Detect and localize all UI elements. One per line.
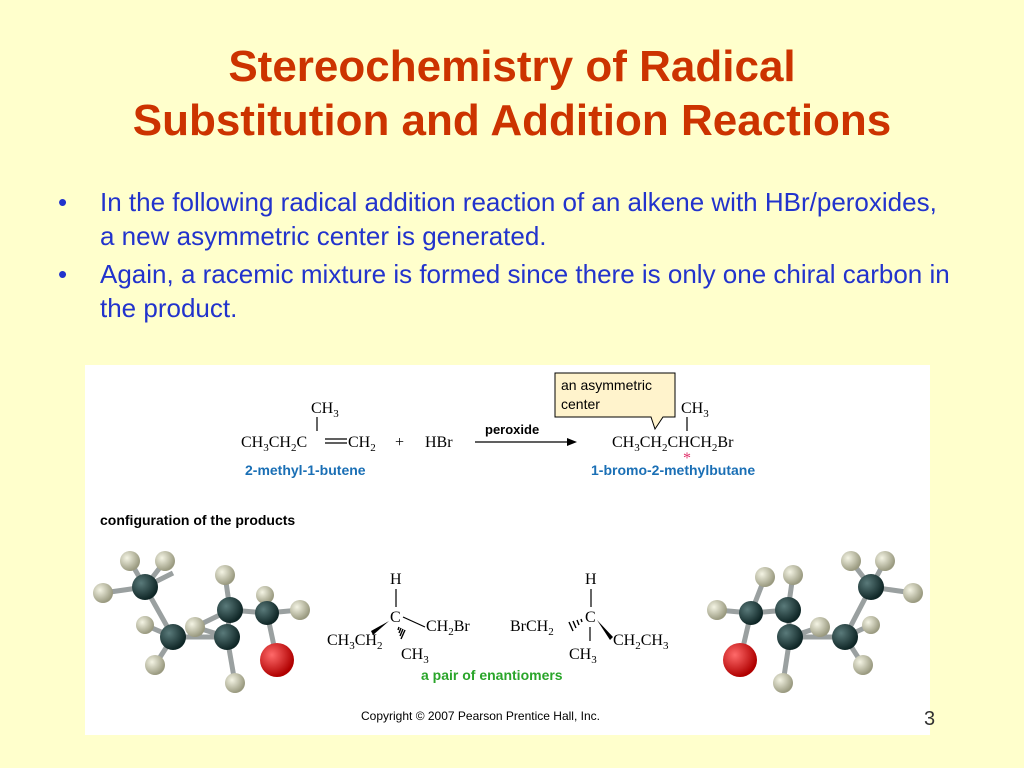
reaction-figure: CH3 CH3CH2C CH2 2-methyl-1-butene + HBr … — [85, 365, 930, 735]
reactant-name: 2-methyl-1-butene — [245, 462, 366, 478]
hydrogen-atom — [783, 565, 803, 585]
carbon-atom — [777, 624, 803, 650]
carbon-atom — [217, 597, 243, 623]
product-structure: CH3 CH3CH2CHCH2Br * — [612, 400, 734, 467]
carbon-atom — [832, 624, 858, 650]
reaction-diagram: CH3 CH3CH2C CH2 2-methyl-1-butene + HBr … — [93, 372, 923, 723]
svg-text:CH2: CH2 — [348, 434, 376, 454]
bromine-atom — [260, 643, 294, 677]
svg-text:CH3: CH3 — [681, 400, 709, 420]
hydrogen-atom — [215, 565, 235, 585]
svg-text:CH3CH2: CH3CH2 — [327, 632, 382, 652]
reactant-structure: CH3 CH3CH2C CH2 — [241, 400, 376, 454]
arrow-label: peroxide — [485, 422, 539, 437]
reagent-hbr: HBr — [425, 434, 453, 451]
hydrogen-atom — [707, 600, 727, 620]
hydrogen-atom — [120, 551, 140, 571]
carbon-atom — [214, 624, 240, 650]
hydrogen-atom — [773, 673, 793, 693]
hydrogen-atom — [136, 616, 154, 634]
product-name: 1-bromo-2-methylbutane — [591, 462, 755, 478]
left-enantiomer-structure: H C CH2Br CH3CH2 CH3 — [327, 571, 470, 666]
svg-text:C: C — [585, 609, 596, 626]
hydrogen-atom — [155, 551, 175, 571]
bullet-marker: • — [58, 187, 68, 217]
left-molecular-model — [93, 551, 310, 693]
svg-text:CH3: CH3 — [401, 646, 429, 666]
svg-text:H: H — [585, 571, 597, 588]
title-line-2: Substitution and Addition Reactions — [132, 96, 892, 145]
hydrogen-atom — [903, 583, 923, 603]
bromine-atom — [723, 643, 757, 677]
bullet-text-2: Again, a racemic mixture is formed since… — [100, 259, 950, 323]
svg-text:C: C — [390, 609, 401, 626]
bullet-item-2: • Again, a racemic mixture is formed sin… — [58, 257, 958, 325]
slide-title: Stereochemistry of Radical Substitution … — [0, 40, 1024, 148]
carbon-atom — [739, 601, 763, 625]
hydrogen-atom — [290, 600, 310, 620]
bullet-marker: • — [58, 259, 68, 289]
bullet-list: • In the following radical addition reac… — [58, 185, 958, 329]
hydrogen-atom — [862, 616, 880, 634]
chiral-asterisk: * — [683, 450, 691, 467]
carbon-atom — [858, 574, 884, 600]
svg-text:CH3CH2CHCH2Br: CH3CH2CHCH2Br — [612, 434, 734, 454]
callout-box: an asymmetric center — [554, 372, 676, 431]
title-line-1: Stereochemistry of Radical — [228, 42, 796, 91]
carbon-atom — [255, 601, 279, 625]
enantiomers-label: a pair of enantiomers — [421, 667, 563, 683]
carbon-atom — [160, 624, 186, 650]
svg-text:H: H — [390, 571, 402, 588]
page-number: 3 — [924, 708, 936, 730]
hydrogen-atom — [93, 583, 113, 603]
hydrogen-atom — [810, 617, 830, 637]
bullet-text-1: In the following radical addition reacti… — [100, 187, 937, 251]
right-enantiomer-structure: H C BrCH2 CH2CH3 CH3 — [510, 571, 669, 666]
right-molecular-model — [707, 551, 923, 693]
config-heading: configuration of the products — [100, 512, 295, 528]
hydrogen-atom — [145, 655, 165, 675]
svg-text:BrCH2: BrCH2 — [510, 618, 554, 638]
reaction-arrow: peroxide — [475, 422, 577, 446]
carbon-atom — [775, 597, 801, 623]
hydrogen-atom — [853, 655, 873, 675]
bullet-item-1: • In the following radical addition reac… — [58, 185, 958, 253]
svg-text:CH3: CH3 — [311, 400, 339, 420]
svg-text:CH3: CH3 — [569, 646, 597, 666]
carbon-atom — [132, 574, 158, 600]
copyright-notice: Copyright © 2007 Pearson Prentice Hall, … — [361, 709, 600, 723]
hydrogen-atom — [185, 617, 205, 637]
callout-line-1: an asymmetric — [561, 377, 652, 393]
hydrogen-atom — [755, 567, 775, 587]
callout-line-2: center — [561, 396, 600, 412]
svg-text:CH2Br: CH2Br — [426, 618, 470, 638]
hydrogen-atom — [875, 551, 895, 571]
plus-sign: + — [395, 434, 404, 451]
hydrogen-atom — [225, 673, 245, 693]
hydrogen-atom — [256, 586, 274, 604]
svg-text:CH2CH3: CH2CH3 — [613, 632, 669, 652]
svg-text:CH3CH2C: CH3CH2C — [241, 434, 307, 454]
hydrogen-atom — [841, 551, 861, 571]
